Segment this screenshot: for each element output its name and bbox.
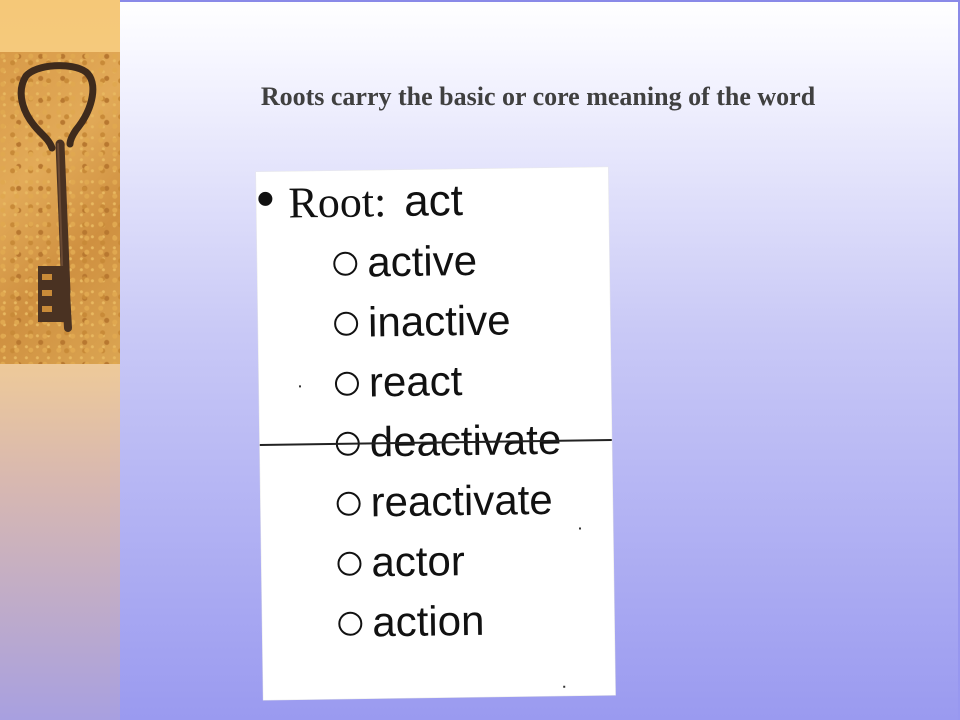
top-border-line — [120, 0, 960, 2]
derived-word: active — [366, 236, 478, 286]
key-photo — [0, 52, 120, 364]
derived-word: reactivate — [370, 475, 554, 526]
circle-icon — [333, 251, 358, 276]
list-item: actor — [337, 530, 563, 593]
derived-word: inactive — [367, 296, 511, 346]
circle-icon — [337, 551, 362, 576]
list-item: react — [334, 350, 561, 413]
scan-speck — [298, 385, 302, 388]
scan-speck — [563, 685, 566, 688]
circle-icon — [338, 611, 363, 636]
derived-word: action — [371, 596, 485, 646]
circle-icon — [336, 491, 361, 516]
key-icon — [17, 62, 97, 332]
root-line: Root: act — [258, 175, 463, 229]
scan-speck — [578, 527, 582, 530]
slide-title: Roots carry the basic or core meaning of… — [260, 82, 816, 111]
list-item: inactive — [333, 290, 560, 353]
list-item: action — [338, 590, 564, 653]
circle-icon — [334, 371, 360, 396]
list-item: reactivate — [336, 470, 562, 533]
root-label: Root: — [288, 177, 387, 228]
scanned-word-list: Root:act active inactive react deactivat… — [256, 167, 616, 700]
derived-word: actor — [371, 537, 466, 586]
root-value: act — [403, 176, 464, 226]
derived-word: react — [368, 357, 463, 406]
list-item: active — [333, 230, 559, 293]
circle-icon — [333, 311, 359, 336]
right-border-line — [958, 0, 960, 720]
bullet-dot-icon — [258, 192, 273, 207]
